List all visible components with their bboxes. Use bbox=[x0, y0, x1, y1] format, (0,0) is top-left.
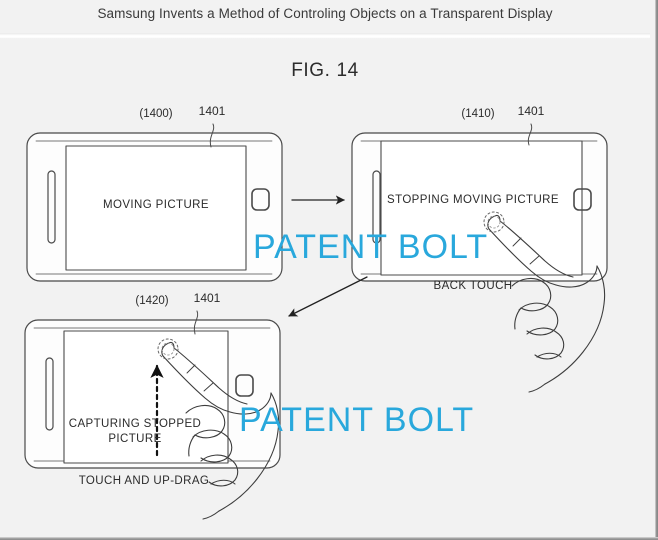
panel-1420-screen-text-line1: CAPTURING STOPPED bbox=[69, 418, 201, 430]
panel-1400-display-ref: 1401 bbox=[199, 104, 226, 118]
touch-point-indicator bbox=[157, 338, 179, 360]
panel-1420-display-ref: 1401 bbox=[194, 291, 221, 305]
figure-title: FIG. 14 bbox=[291, 60, 359, 81]
panel-1410-device bbox=[351, 123, 608, 282]
page-headline: Samsung Invents a Method of Controling O… bbox=[97, 6, 553, 21]
arrow-1410-to-1420 bbox=[288, 276, 368, 317]
frame-edge-bottom bbox=[0, 537, 658, 540]
panel-1410-state-ref: (1410) bbox=[461, 108, 494, 120]
hand-touch-up-drag bbox=[157, 338, 280, 520]
home-button[interactable] bbox=[251, 188, 270, 211]
side-button[interactable] bbox=[47, 170, 56, 244]
side-button[interactable] bbox=[372, 170, 381, 244]
headline-divider bbox=[0, 33, 650, 39]
screen-area[interactable] bbox=[63, 330, 229, 464]
side-button[interactable] bbox=[45, 357, 54, 431]
panel-1400-state-ref: (1400) bbox=[139, 108, 172, 120]
panel-1410-caption: BACK TOUCH bbox=[434, 280, 513, 292]
panel-1420-state-ref: (1420) bbox=[135, 295, 168, 307]
frame-edge-right bbox=[655, 0, 658, 540]
touch-point-indicator bbox=[483, 211, 505, 233]
panel-1410-screen-text: STOPPING MOVING PICTURE bbox=[387, 194, 559, 206]
hand-back-touch bbox=[483, 211, 606, 393]
panel-1400-screen-text: MOVING PICTURE bbox=[103, 199, 209, 211]
panel-1400-device bbox=[26, 123, 283, 282]
screen-area[interactable] bbox=[380, 140, 583, 276]
panel-1410-display-ref: 1401 bbox=[518, 104, 545, 118]
home-button[interactable] bbox=[235, 374, 254, 397]
screen-area[interactable] bbox=[65, 145, 247, 271]
panel-1420-caption: TOUCH AND UP-DRAG bbox=[79, 475, 210, 487]
home-button[interactable] bbox=[573, 188, 592, 211]
panel-1420-screen-text-line2: PICTURE bbox=[108, 433, 161, 445]
